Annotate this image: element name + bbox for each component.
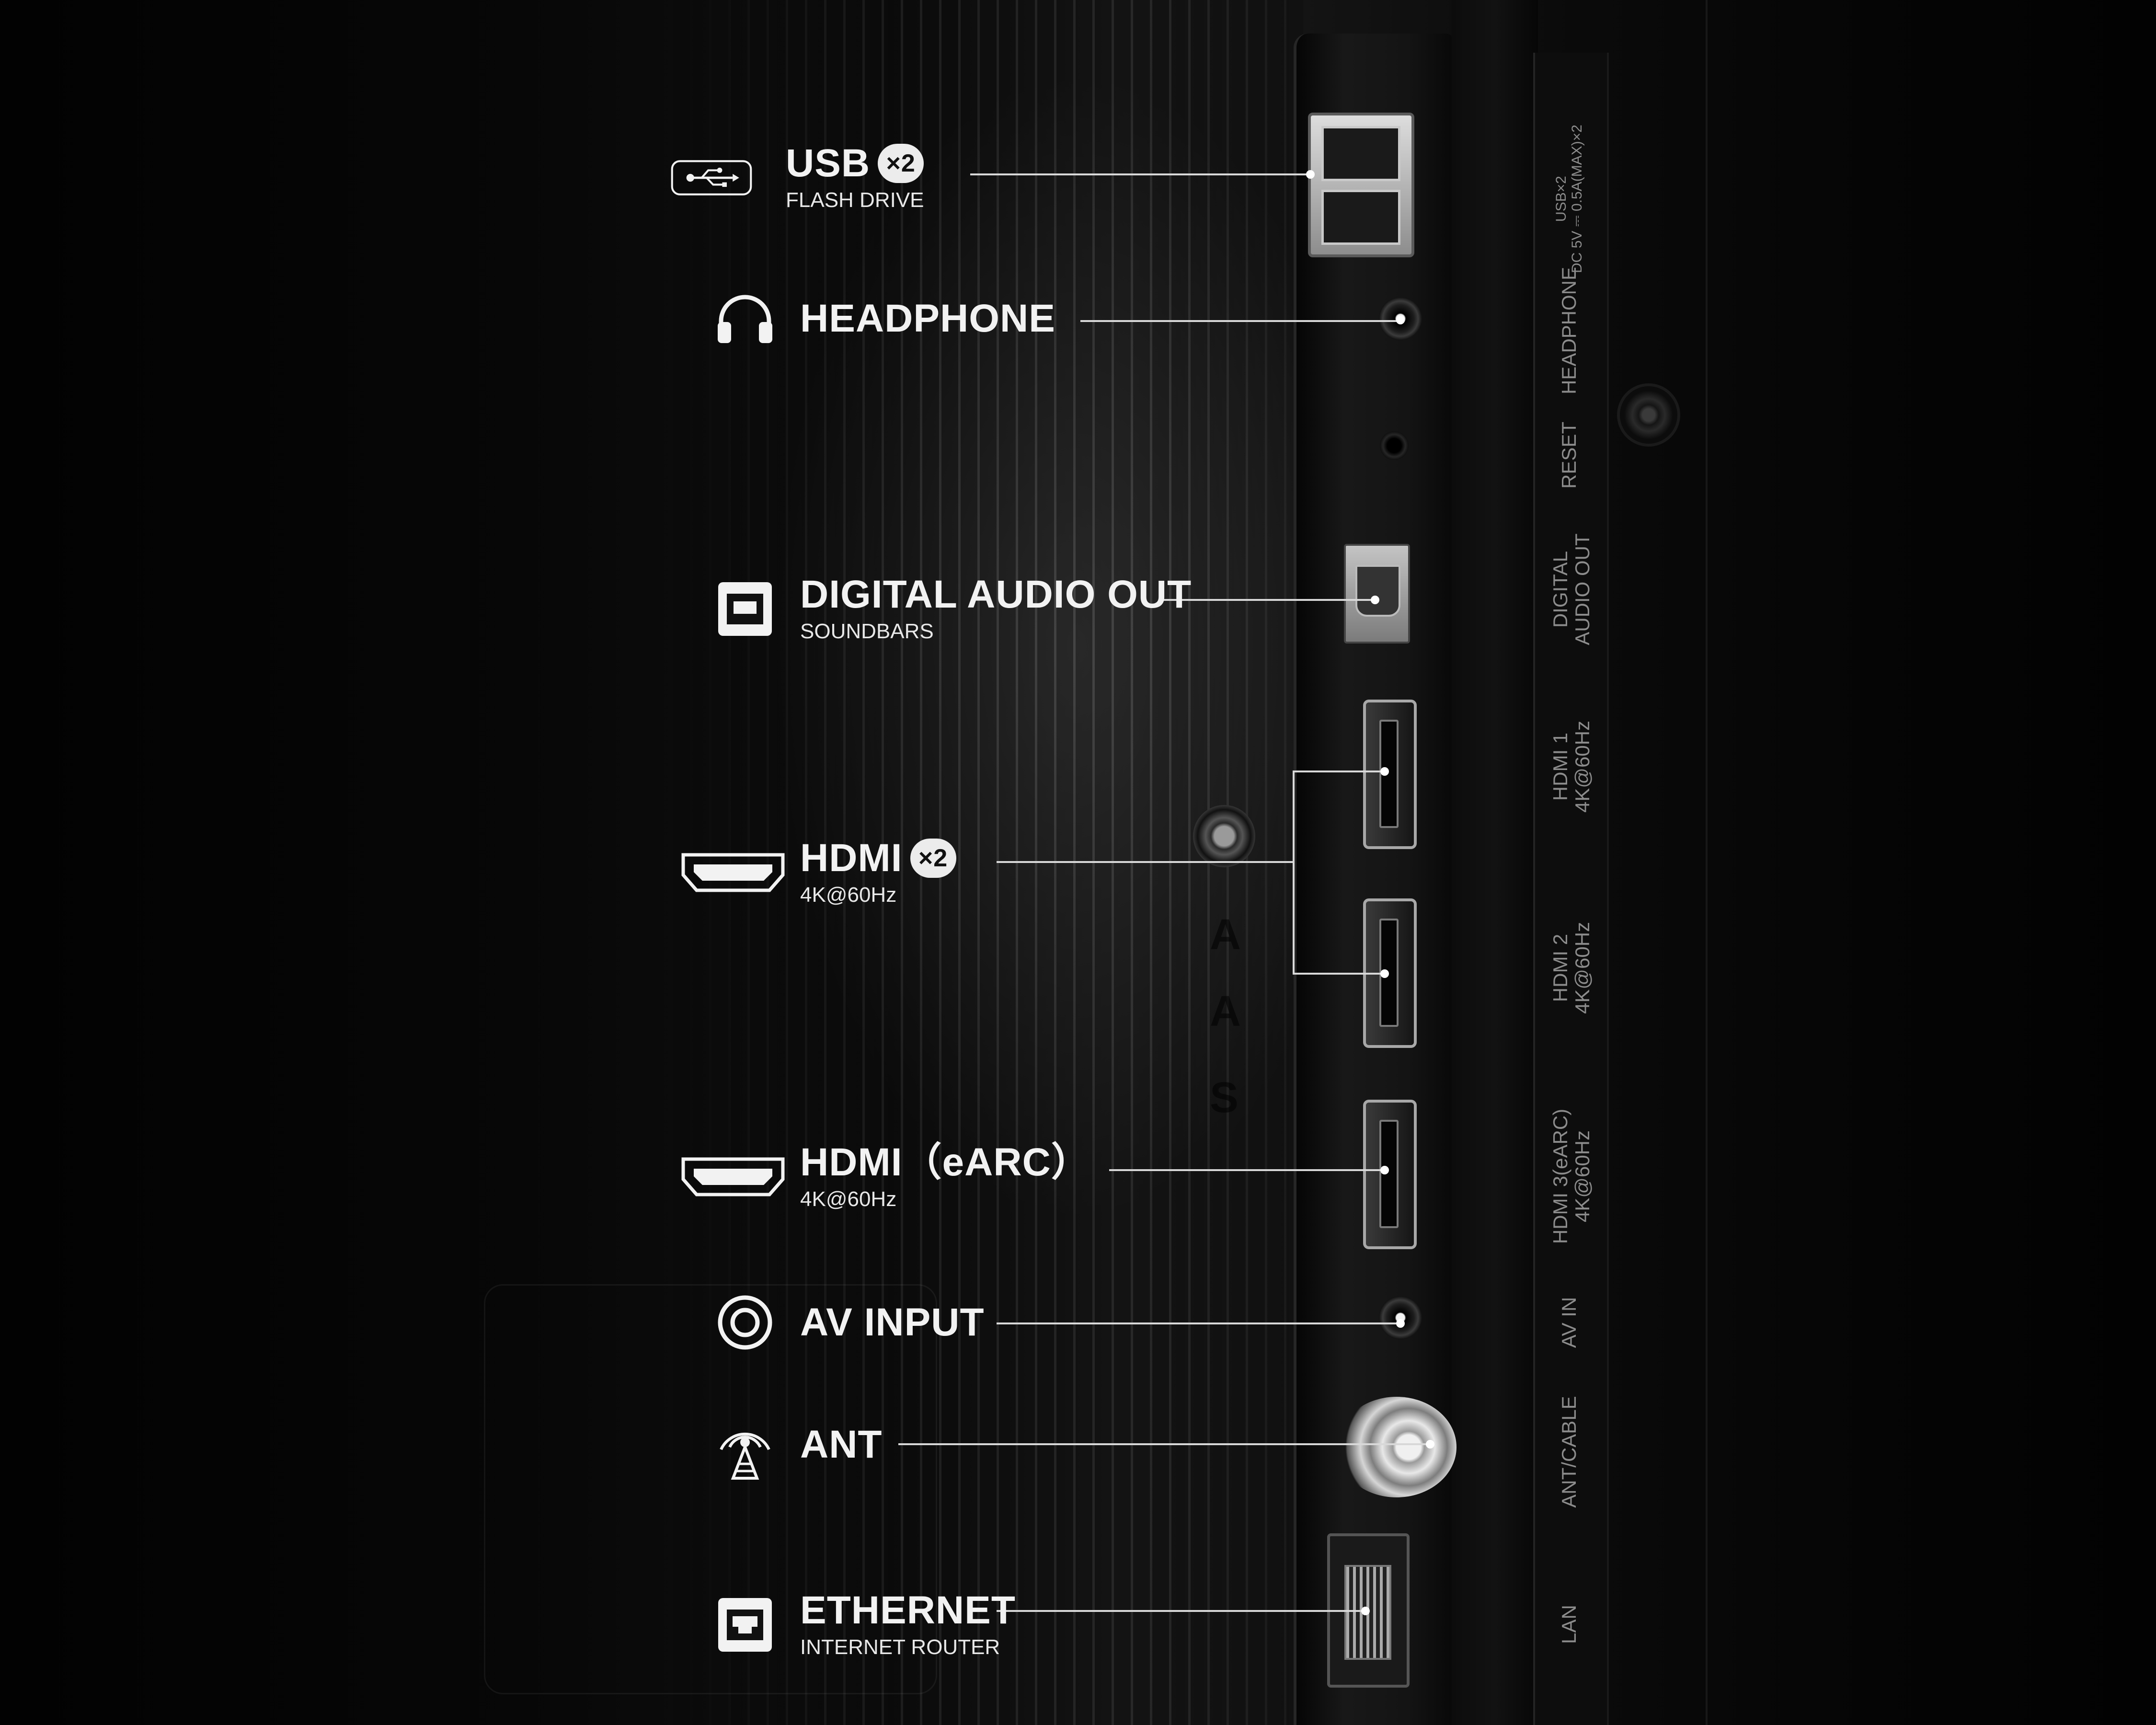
port-label-strip xyxy=(1533,53,1609,1725)
hdmi1-branch xyxy=(1293,770,1384,772)
panel-label-reset: RESET xyxy=(1557,421,1580,489)
panel-label-hdmi1: HDMI 1 4K@60Hz xyxy=(1548,720,1594,813)
reset-pinhole xyxy=(1380,431,1409,460)
callout-hdmi-earc: HDMI（eARC） 4K@60Hz xyxy=(680,1143,1091,1211)
embossed-letter: A xyxy=(1210,911,1241,959)
ethernet-title: ETHERNET xyxy=(800,1588,1016,1632)
ethernet-leader-dot xyxy=(1361,1607,1370,1615)
callout-ant: ANT xyxy=(704,1409,883,1481)
hdmi-port-2 xyxy=(1363,898,1417,1048)
panel-label-hdmi2: HDMI 2 4K@60Hz xyxy=(1548,921,1594,1014)
hdmi-port-1 xyxy=(1363,700,1417,849)
digital-audio-leader-dot xyxy=(1371,596,1379,604)
callout-usb: USB×2 FLASH DRIVE xyxy=(671,144,924,212)
mount-screw xyxy=(1193,805,1255,867)
hdmi1-leader-dot xyxy=(1380,767,1389,776)
panel-label-usb: USB×2 DC 5V ⎓ 0.5A(MAX)×2 xyxy=(1553,125,1585,273)
hdmi-earc-leader-line xyxy=(1109,1169,1385,1171)
back-cover-panel xyxy=(484,1284,937,1694)
usb-count-badge: ×2 xyxy=(878,144,924,183)
ethernet-port-icon xyxy=(704,1596,786,1654)
hdmi-port-icon xyxy=(680,1155,786,1198)
embossed-letter: A xyxy=(1210,988,1241,1035)
headphone-leader-line xyxy=(1080,320,1401,322)
hdmi-count-badge: ×2 xyxy=(910,839,956,878)
digital-audio-title: DIGITAL AUDIO OUT xyxy=(800,573,1192,616)
callout-headphone: HEADPHONE xyxy=(704,292,1055,345)
embossed-letter: S xyxy=(1210,1074,1239,1122)
panel-label-av-in: AV IN xyxy=(1557,1297,1580,1348)
av-jack-icon xyxy=(704,1294,786,1351)
hdmi2-leader-dot xyxy=(1380,969,1389,978)
digital-audio-subtitle: SOUNDBARS xyxy=(800,620,934,643)
panel-label-lan: LAN xyxy=(1557,1605,1580,1644)
antenna-coax-connector xyxy=(1337,1397,1456,1497)
callout-hdmi: HDMI×2 4K@60Hz xyxy=(680,839,956,907)
av-input-leader-dot xyxy=(1396,1319,1405,1328)
usb-subtitle: FLASH DRIVE xyxy=(786,188,924,212)
hdmi-earc-leader-dot xyxy=(1380,1166,1389,1174)
panel-label-digital-audio: DIGITAL AUDIO OUT xyxy=(1548,533,1594,645)
av-input-leader-line xyxy=(997,1322,1401,1324)
usb-leader-line xyxy=(970,173,1310,175)
headphone-title: HEADPHONE xyxy=(800,297,1055,340)
ethernet-subtitle: INTERNET ROUTER xyxy=(800,1635,1000,1659)
hdmi-leader-line xyxy=(997,861,1294,863)
hdmi-title: HDMI xyxy=(800,836,903,880)
callout-av-input: AV INPUT xyxy=(704,1294,985,1351)
headphone-icon xyxy=(704,292,786,345)
hdmi-earc-title: HDMI（eARC） xyxy=(800,1140,1091,1184)
hdmi-subtitle: 4K@60Hz xyxy=(800,883,897,907)
hdmi-port-icon xyxy=(680,851,786,894)
hdmi-port-3 xyxy=(1363,1100,1417,1249)
optical-port-icon xyxy=(704,580,786,638)
frame-edge xyxy=(1706,0,1708,1725)
digital-audio-leader-line xyxy=(1162,599,1375,601)
av-input-jack xyxy=(1379,1296,1422,1339)
headphone-leader-dot xyxy=(1396,316,1405,324)
hdmi2-branch xyxy=(1293,973,1384,975)
ant-leader-dot xyxy=(1426,1440,1434,1449)
ant-leader-line xyxy=(898,1443,1430,1445)
panel-label-hdmi3: HDMI 3(eARC) 4K@60Hz xyxy=(1548,1108,1594,1244)
antenna-icon xyxy=(704,1409,786,1481)
optical-audio-port xyxy=(1344,544,1410,644)
usb-title: USB xyxy=(786,141,871,185)
ant-title: ANT xyxy=(800,1423,883,1466)
av-input-title: AV INPUT xyxy=(800,1300,985,1344)
usb-symbol-icon xyxy=(671,151,752,204)
callout-ethernet: ETHERNET INTERNET ROUTER xyxy=(704,1591,1016,1659)
hdmi-earc-subtitle: 4K@60Hz xyxy=(800,1187,897,1211)
frame-screw xyxy=(1617,383,1680,447)
ethernet-leader-line xyxy=(997,1610,1365,1612)
usb-leader-dot xyxy=(1306,170,1315,179)
callout-digital-audio: DIGITAL AUDIO OUT SOUNDBARS xyxy=(704,575,1192,643)
usb-port xyxy=(1308,113,1414,257)
hdmi-bracket xyxy=(1293,770,1295,974)
tv-frame xyxy=(1452,0,1538,1725)
panel-label-headphone: HEADPHONE xyxy=(1557,266,1580,395)
panel-label-ant-cable: ANT/CABLE xyxy=(1557,1396,1580,1508)
